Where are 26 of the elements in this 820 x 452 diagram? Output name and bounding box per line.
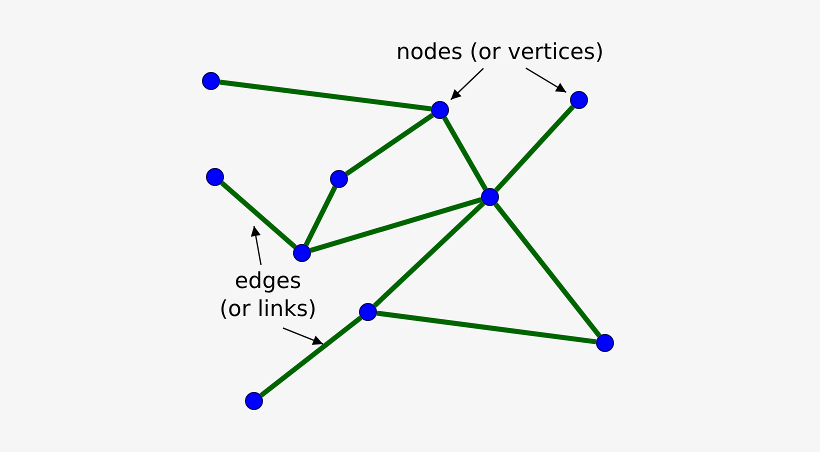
edge-line — [442, 116, 488, 190]
vertex-circle — [202, 72, 220, 90]
annotation-text: edges (or links) — [218, 268, 318, 324]
leader-arrow — [450, 68, 484, 100]
edge-line — [220, 181, 297, 249]
edge-line — [376, 310, 596, 344]
vertex-circle — [431, 101, 449, 119]
edge-line — [304, 186, 338, 246]
vertex-circle — [206, 168, 224, 186]
vertex-circle — [293, 244, 311, 262]
edge-line — [494, 104, 575, 192]
edge-line — [310, 197, 482, 253]
edge-line — [220, 80, 432, 112]
leader-arrow — [282, 327, 324, 345]
leader-arrow — [526, 67, 566, 93]
edge-line — [260, 316, 362, 398]
edge-line — [372, 201, 486, 308]
vertex-circle — [245, 392, 263, 410]
vertex-circle — [359, 303, 377, 321]
leader-arrow — [250, 226, 262, 266]
annotation-text: nodes (or vertices) — [372, 38, 628, 67]
edge-line — [494, 202, 602, 338]
edge-line — [345, 113, 434, 176]
vertex-circle — [596, 334, 614, 352]
vertex-circle — [330, 170, 348, 188]
vertex-circle — [570, 91, 588, 109]
